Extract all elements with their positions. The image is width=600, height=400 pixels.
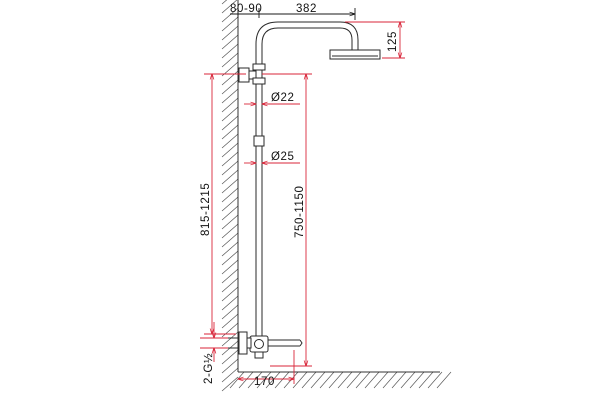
dim-upper-diameter: Ø22 [244, 92, 300, 104]
label-inlet-thread: 2-G½ [203, 353, 215, 384]
diverter-valve [228, 331, 303, 359]
label-upper-diameter: Ø22 [271, 92, 295, 104]
dim-spout-reach: 170 [238, 350, 294, 388]
dim-arm-reach: 382 [259, 3, 355, 20]
dim-lower-diameter: Ø25 [244, 151, 300, 163]
label-lower-diameter: Ø25 [271, 151, 295, 163]
shower-column [255, 21, 381, 342]
label-pipe-height: 750-1150 [294, 185, 306, 238]
shower-head [329, 49, 381, 60]
label-arm-reach: 382 [296, 3, 317, 15]
dim-head-height: 125 [345, 22, 405, 58]
label-spout-reach: 170 [254, 376, 275, 388]
dim-wall-offset: 80-90 [230, 3, 266, 18]
dim-pipe-height: 750-1150 [262, 74, 312, 366]
upper-wall-bracket [238, 63, 266, 85]
floor-hatching [229, 371, 452, 389]
label-mount-height: 815-1215 [200, 183, 212, 236]
dim-inlet-thread: 2-G½ [200, 322, 228, 384]
riser-connector [253, 135, 265, 147]
label-head-height: 125 [387, 31, 399, 52]
dim-mount-height: 815-1215 [200, 74, 246, 334]
wall-hatching [221, 0, 239, 392]
label-wall-offset: 80-90 [230, 3, 262, 15]
